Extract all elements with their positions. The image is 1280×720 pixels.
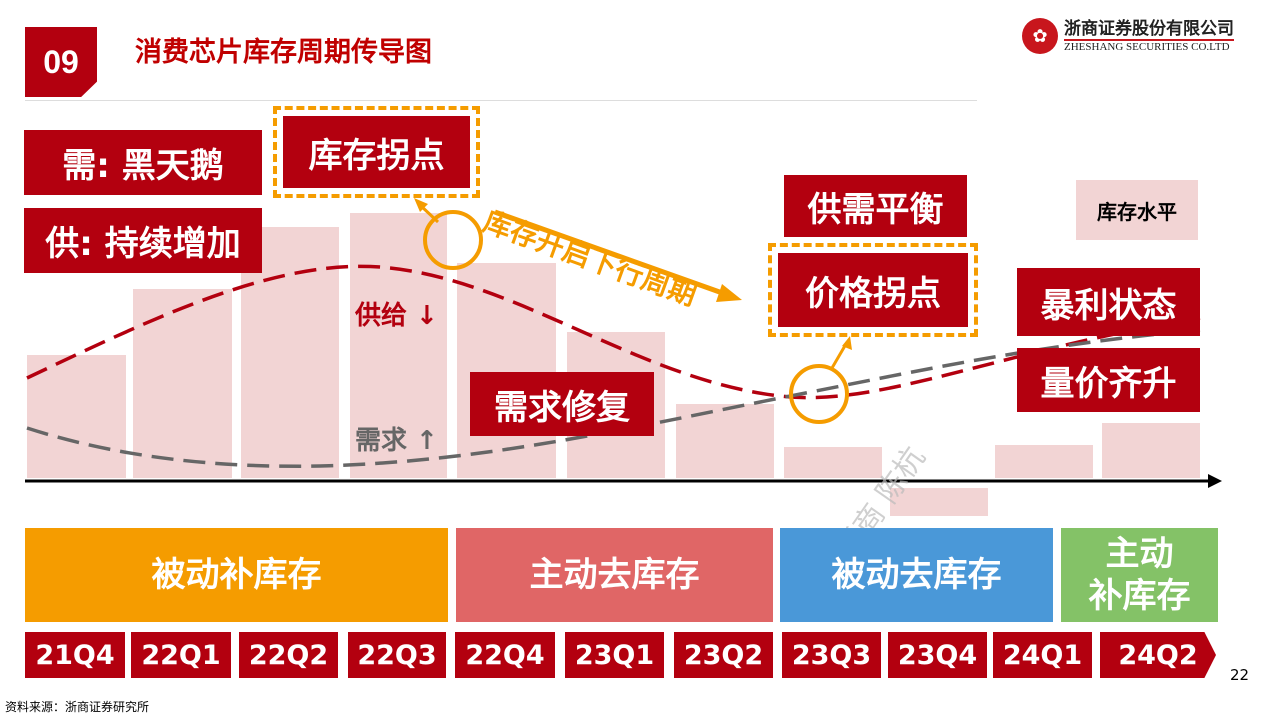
profit-label: 暴利状态	[1017, 268, 1200, 336]
phase-active-destock: 主动去库存	[456, 528, 773, 622]
quarter-label: 24Q1	[993, 632, 1092, 678]
quarter-label: 22Q3	[348, 632, 446, 678]
down-arrow-icon	[716, 284, 742, 302]
section-number: 09	[25, 27, 97, 97]
quarter-label: 23Q4	[888, 632, 987, 678]
logo-cn: 浙商证券股份有限公司	[1064, 19, 1234, 41]
inventory-bar-23Q2	[676, 404, 774, 478]
quarter-label: 22Q2	[239, 632, 338, 678]
logo-en: ZHESHANG SECURITIES CO.LTD	[1064, 41, 1230, 53]
quarter-label: 22Q4	[455, 632, 555, 678]
arrow-icon	[842, 336, 852, 350]
supply-label: 供: 持续增加	[24, 208, 262, 273]
divider	[25, 100, 977, 101]
phase-active-restock: 主动 补库存	[1061, 528, 1218, 622]
supply-curve-label: 供给 ↓	[355, 301, 438, 331]
page-title: 消费芯片库存周期传导图	[135, 37, 432, 68]
axis-arrow-icon	[1208, 474, 1222, 488]
phase-passive-destock: 被动去库存	[780, 528, 1053, 622]
inventory-bar-21Q4	[27, 355, 126, 478]
quarter-label: 23Q1	[565, 632, 664, 678]
source-note: 资料来源：浙商证券研究所	[5, 700, 150, 714]
arrow-icon	[414, 198, 428, 212]
inventory-level-legend: 库存水平	[1076, 180, 1198, 240]
inventory-bar-22Q4	[457, 263, 556, 478]
inventory-bar-23Q4	[890, 488, 988, 516]
inventory-bar-22Q1	[133, 289, 232, 478]
page-number: 22	[1230, 666, 1250, 684]
inventory-bar-24Q1	[995, 445, 1093, 478]
quarter-label: 21Q4	[25, 632, 125, 678]
inventory-bar-24Q2	[1102, 423, 1200, 478]
supply-curve	[26, 264, 1201, 400]
quarter-label: 23Q2	[674, 632, 773, 678]
inventory-bar-23Q3	[784, 447, 882, 478]
balance-label: 供需平衡	[784, 175, 967, 237]
inventory-turn-label: 库存拐点	[283, 116, 470, 188]
logo-icon: ✿	[1022, 18, 1058, 54]
turn-circle-1	[423, 210, 483, 270]
quarter-label: 22Q1	[131, 632, 231, 678]
quarter-label: 24Q2	[1100, 632, 1216, 678]
demand-curve	[26, 328, 1201, 468]
price-turn-label: 价格拐点	[778, 253, 968, 327]
demand-curve-label: 需求 ↑	[355, 426, 438, 456]
demand-recovery-label: 需求修复	[470, 372, 654, 436]
demand-label: 需: 黑天鹅	[24, 130, 262, 195]
volume-price-label: 量价齐升	[1017, 348, 1200, 412]
phase-passive-restock: 被动补库存	[25, 528, 448, 622]
quarter-label: 23Q3	[782, 632, 881, 678]
turn-circle-2	[789, 364, 849, 424]
